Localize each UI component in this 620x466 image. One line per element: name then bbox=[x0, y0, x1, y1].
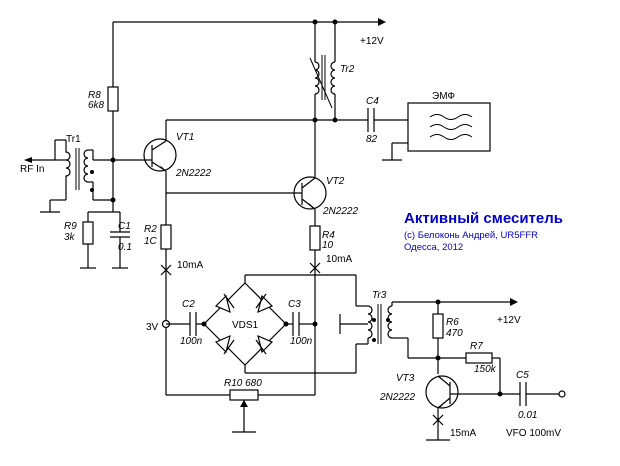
top-power-rail: +12V bbox=[113, 18, 386, 47]
r8-ref: R8 bbox=[88, 90, 101, 101]
c2-value: 100n bbox=[180, 336, 203, 347]
title-block: Активный смеситель (c) Белоконь Андрей, … bbox=[404, 210, 563, 253]
vt2-transistor: VT2 2N2222 bbox=[166, 120, 358, 226]
vt3-current: 15mA bbox=[450, 428, 476, 439]
tr1-transformer: RF In Tr1 bbox=[20, 134, 113, 213]
r2-ref: R2 bbox=[144, 224, 157, 235]
r4-resistor: R4 10 10mA bbox=[309, 225, 352, 395]
vds1-diode-bridge: 3V C2 100n VDS1 C3 1 bbox=[146, 274, 368, 374]
c4-value: 82 bbox=[366, 134, 378, 145]
emf-filter: ЭМФ bbox=[382, 91, 491, 161]
right-power-rail: +12V bbox=[435, 298, 521, 326]
credit-line-2: Одесса, 2012 bbox=[404, 242, 463, 253]
c4-ref: C4 bbox=[366, 96, 379, 107]
c3-ref: C3 bbox=[288, 299, 301, 310]
schematic-title: Активный смеситель bbox=[404, 210, 563, 227]
c5-capacitor: C5 0.01 VFO 100mV bbox=[506, 370, 566, 439]
vt1-current: 10mA bbox=[177, 260, 203, 271]
tr2-ref: Tr2 bbox=[340, 64, 355, 75]
r10-ref: R10 680 bbox=[224, 378, 262, 389]
right-rail-label: +12V bbox=[497, 315, 521, 326]
r4-ref: R4 bbox=[322, 230, 335, 241]
vt2-ref: VT2 bbox=[326, 176, 345, 187]
r9-ref: R9 bbox=[64, 221, 77, 232]
c5-ref: C5 bbox=[516, 370, 529, 381]
vt1-type: 2N2222 bbox=[175, 168, 211, 179]
vt2-type: 2N2222 bbox=[322, 206, 358, 217]
tr3-transformer: Tr3 bbox=[355, 275, 438, 373]
vfo-label: VFO 100mV bbox=[506, 428, 561, 439]
tr3-ref: Tr3 bbox=[372, 290, 387, 301]
c4-capacitor: C4 82 bbox=[366, 96, 408, 145]
r6-ref: R6 bbox=[446, 317, 459, 328]
r9-value: 3k bbox=[64, 232, 76, 243]
credit-line-1: (c) Белоконь Андрей, UR5FFR bbox=[404, 230, 538, 241]
vt1-ref: VT1 bbox=[176, 132, 194, 143]
r7-resistor: R7 150k bbox=[438, 341, 503, 397]
vt1-transistor: VT1 2N2222 bbox=[143, 119, 335, 225]
tr1-ref: Tr1 bbox=[66, 134, 81, 145]
vt3-ref: VT3 bbox=[396, 373, 415, 384]
emf-label: ЭМФ bbox=[432, 91, 455, 102]
bias-voltage-label: 3V bbox=[146, 322, 159, 333]
r8-value: 6k8 bbox=[88, 100, 105, 111]
vds1-ref: VDS1 bbox=[232, 320, 259, 331]
top-rail-label: +12V bbox=[360, 36, 384, 47]
r8-resistor: R8 6k8 bbox=[88, 22, 119, 200]
c2-ref: C2 bbox=[182, 299, 195, 310]
tr2-transformer: Tr2 bbox=[309, 22, 368, 123]
r7-ref: R7 bbox=[470, 341, 483, 352]
vt2-current: 10mA bbox=[326, 254, 352, 265]
vt3-transistor: VT3 2N2222 15mA bbox=[379, 373, 520, 440]
r6-value: 470 bbox=[446, 328, 463, 339]
c3-value: 100n bbox=[290, 336, 313, 347]
c1-value: 0.1 bbox=[118, 242, 132, 253]
rf-in-label: RF In bbox=[20, 164, 44, 175]
c1-ref: C1 bbox=[118, 221, 131, 232]
r4-value: 10 bbox=[322, 240, 334, 251]
r10-potentiometer: R10 680 bbox=[166, 378, 315, 433]
c5-value: 0.01 bbox=[518, 410, 537, 421]
r7-value: 150k bbox=[474, 364, 497, 375]
vt3-type: 2N2222 bbox=[379, 392, 415, 403]
r6-resistor: R6 470 bbox=[432, 302, 463, 374]
r9-c1-network: R9 3k C1 0.1 bbox=[64, 200, 132, 269]
r2-value: 1С bbox=[144, 236, 158, 247]
